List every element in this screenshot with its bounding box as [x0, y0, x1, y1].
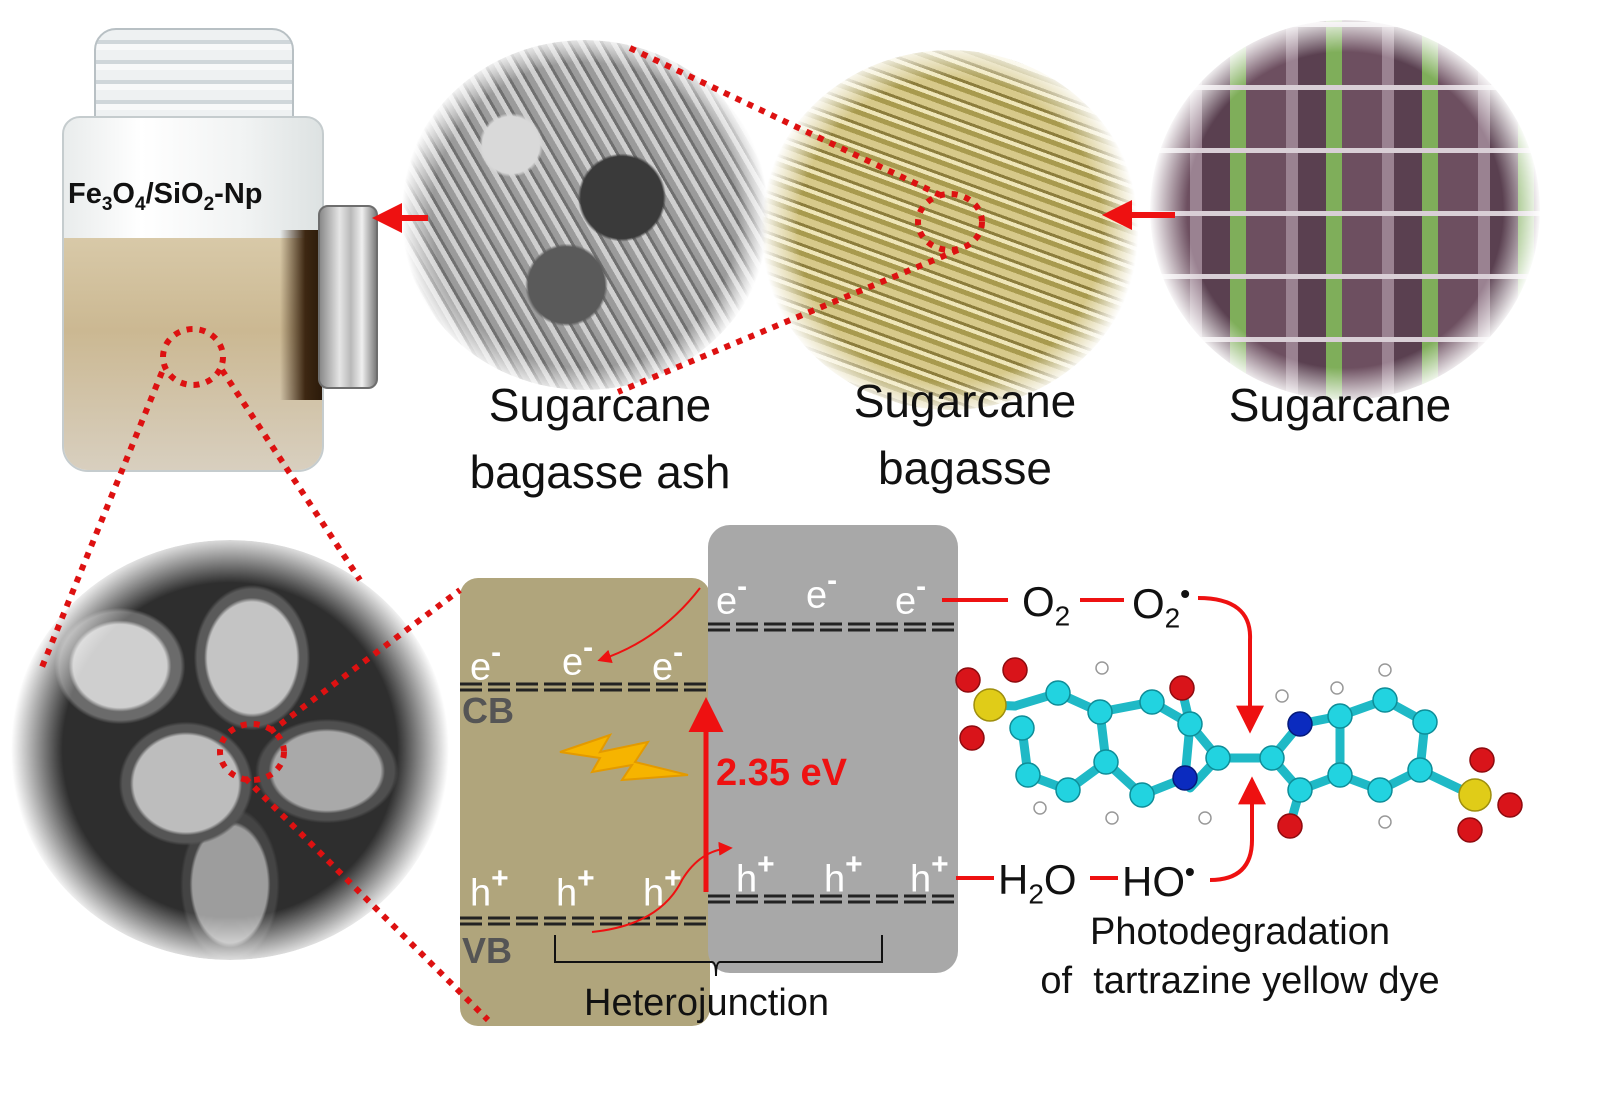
- band-gap-label: 2.35 eV: [716, 752, 847, 794]
- label-bagasse-ash: Sugarcane bagasse ash: [440, 372, 760, 505]
- caption-line2: of tartrazine yellow dye: [1040, 960, 1440, 1003]
- semiconductor-panel-right: [708, 525, 958, 973]
- cb-line-left: [460, 682, 708, 692]
- hole-right-2: h+: [824, 848, 863, 901]
- semiconductor-panel-left: [460, 578, 710, 1026]
- vial-label: Fe3O4/SiO2-Np: [68, 178, 263, 215]
- label-bagasse-line2: bagasse: [878, 441, 1052, 494]
- hole-left-1: h+: [470, 862, 509, 915]
- bagasse-ash-sem-image: [400, 40, 770, 390]
- vb-line-left: [460, 916, 708, 926]
- electron-left-3: e-: [652, 636, 684, 689]
- hole-right-3: h+: [910, 848, 949, 901]
- zoom-callout-vial: [37, 326, 363, 674]
- light-icon: [559, 733, 689, 782]
- hydroxyl-radical-label: HO•: [1122, 856, 1195, 905]
- cb-line-right: [708, 622, 955, 632]
- vb-line-right: [708, 894, 955, 904]
- heterojunction-brace: [554, 935, 883, 977]
- vial-liquid: [64, 238, 322, 470]
- label-bagasse-ash-line2: bagasse ash: [469, 445, 731, 498]
- nanoparticle-sem-image: [10, 540, 450, 960]
- electron-right-2: e-: [806, 564, 838, 617]
- caption-line1: Photodegradation: [1089, 911, 1391, 953]
- zoom-callout-bagasse: [616, 45, 985, 395]
- magnetized-particles: [280, 230, 322, 400]
- magnet-image: [318, 205, 378, 389]
- oxygen-label: O2: [1022, 578, 1071, 632]
- electron-right-1: e-: [716, 570, 748, 623]
- photodegradation-caption: Photodegradation of tartrazine yellow dy…: [1000, 908, 1480, 1007]
- hydroxyl-attack-arrow: [1209, 776, 1266, 882]
- superoxide-radical-label: O2•: [1132, 578, 1191, 634]
- water-label: H2O: [998, 856, 1077, 910]
- label-sugarcane: Sugarcane: [1228, 379, 1452, 431]
- electron-transfer-arrow: [597, 587, 701, 664]
- label-bagasse-ash-line1: Sugarcane: [488, 379, 712, 431]
- vial-image: [62, 28, 324, 472]
- sugarcane-image: [1150, 20, 1540, 400]
- electron-right-3: e-: [895, 570, 927, 623]
- cb-label: CB: [462, 690, 514, 731]
- superoxide-attack-arrow: [1197, 596, 1264, 734]
- label-bagasse-line1: Sugarcane: [853, 375, 1077, 427]
- zoom-callout-sem: [217, 587, 491, 1023]
- molecule-atoms: [955, 657, 1523, 843]
- hole-transfer-arrow: [591, 841, 733, 933]
- bagasse-image: [760, 50, 1140, 410]
- label-bagasse: Sugarcane bagasse: [820, 368, 1110, 501]
- electron-left-2: e-: [562, 631, 594, 684]
- hole-left-2: h+: [556, 862, 595, 915]
- electron-left-1: e-: [470, 636, 502, 689]
- hole-right-1: h+: [736, 848, 775, 901]
- vial-neck: [94, 28, 294, 127]
- vb-label: VB: [462, 930, 513, 971]
- vial-body: [62, 116, 324, 472]
- heterojunction-label: Heterojunction: [584, 982, 830, 1024]
